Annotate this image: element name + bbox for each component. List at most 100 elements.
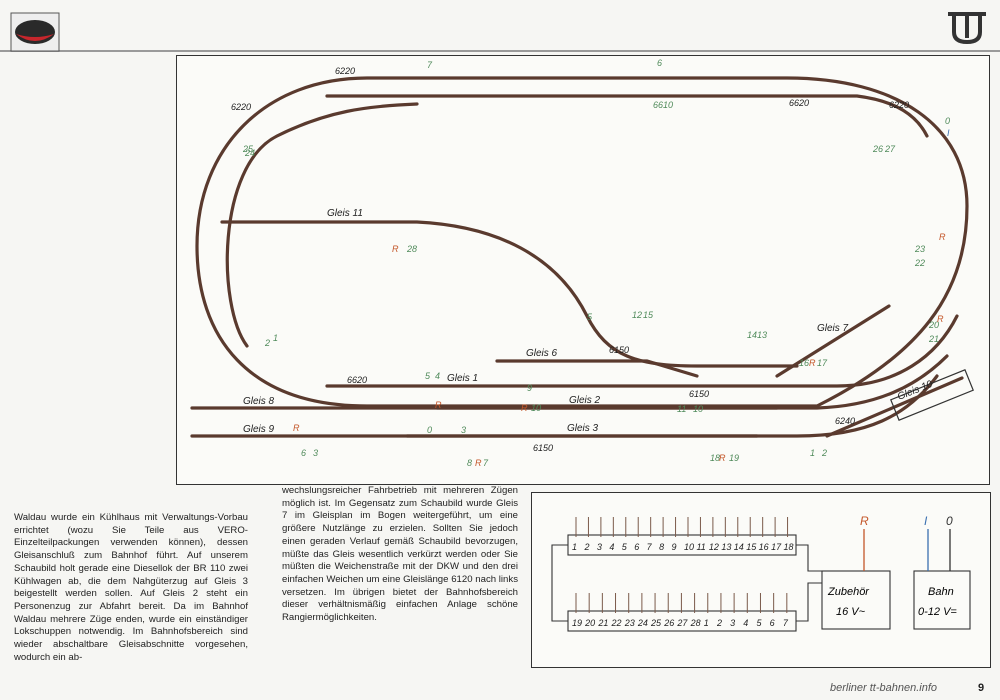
feeder-label: 13: [757, 330, 767, 340]
feeder-label: R: [392, 244, 399, 254]
feeder-label: 15: [643, 310, 654, 320]
code-label: 6150: [689, 389, 709, 399]
feeder-label: R: [939, 232, 946, 242]
feeder-label: 3: [313, 448, 318, 458]
track-plan-diagram: 6220 6220 6620 6220 6620 6150 6150 6150 …: [176, 55, 990, 485]
code-label: 6240: [835, 416, 855, 426]
gleis-1-label: Gleis 1: [447, 373, 478, 384]
terminal-number: 7: [783, 618, 789, 628]
code-label: 6150: [609, 345, 629, 355]
terminal-number: 18: [784, 542, 794, 552]
terminal-number: 23: [624, 618, 635, 628]
feeder-label: 3: [461, 425, 466, 435]
feeder-label: 1: [273, 333, 278, 343]
feeder-label: R: [293, 423, 300, 433]
gleis-9-label: Gleis 9: [243, 424, 275, 435]
terminal-number: 13: [721, 542, 731, 552]
feeder-label: 4: [435, 371, 440, 381]
feeder-label: 5: [425, 371, 431, 381]
feeder-label: 28: [406, 244, 417, 254]
gleis-8-track: [190, 354, 949, 410]
gleis-11-track: [220, 220, 799, 368]
code-label: 6620: [789, 98, 809, 108]
feeder-label: R: [475, 458, 482, 468]
feeder-label: R: [937, 314, 944, 324]
engine-shed: [890, 369, 974, 421]
feeder-label: 7: [427, 60, 433, 70]
terminal-number: 28: [690, 618, 701, 628]
terminal-number: 16: [759, 542, 769, 552]
terminal-number: 4: [743, 618, 748, 628]
feeder-label: 9: [527, 383, 532, 393]
terminal-number: 26: [663, 618, 674, 628]
inner-upper-track: [325, 94, 929, 138]
feeder-label: 22: [914, 258, 925, 268]
terminal-number: 7: [647, 542, 653, 552]
track-supply-line1: Bahn: [928, 586, 954, 598]
terminal-number: 9: [672, 542, 677, 552]
code-label: 6150: [533, 443, 553, 453]
feeder-label: 2: [264, 338, 270, 348]
terminal-number: 27: [676, 618, 688, 628]
terminal-number: 5: [756, 618, 762, 628]
header-rule: [0, 50, 1000, 52]
feeder-label: 17: [817, 358, 828, 368]
feeder-label: 6: [657, 58, 662, 68]
feeder-label: 8: [467, 458, 472, 468]
terminal-number: 10: [684, 542, 694, 552]
terminal-number: 17: [771, 542, 782, 552]
feeder-label: R: [809, 358, 816, 368]
blue-wire-label: I: [924, 514, 928, 528]
accessory-supply-line2: 16 V~: [836, 606, 866, 618]
code-label: 6220: [231, 102, 251, 112]
gleis-6-track: [495, 359, 699, 378]
terminal-number: 21: [597, 618, 608, 628]
feeder-label: 26: [872, 144, 883, 154]
page-number: 9: [978, 682, 985, 694]
body-text-column-2: wechslungsreicher Fahrbetrieb mit mehrer…: [282, 485, 518, 624]
track-supply-box: [913, 570, 971, 630]
red-wire-label: R: [860, 514, 869, 528]
terminal-number: 8: [659, 542, 664, 552]
gleis-3-label: Gleis 3: [567, 423, 599, 434]
accessory-supply-box: [821, 570, 891, 630]
feeder-label: 23: [914, 244, 925, 254]
terminal-number: 19: [572, 618, 582, 628]
terminal-number: 11: [696, 542, 705, 552]
terminal-number: 22: [611, 618, 622, 628]
feeder-label: 0: [427, 425, 432, 435]
feeder-label: 19: [729, 453, 739, 463]
terminal-number: 14: [734, 542, 744, 552]
gleis-7-track: [775, 304, 891, 378]
feeder-label: 10: [693, 404, 703, 414]
feeder-label: I: [947, 128, 950, 138]
source-credit: berliner tt-bahnen.info: [830, 682, 938, 694]
feeder-label: 6610: [653, 100, 673, 110]
feeder-label: 10: [531, 403, 541, 413]
feeder-label: R: [521, 403, 528, 413]
terminal-number: 6: [634, 542, 639, 552]
terminal-number: 2: [583, 542, 589, 552]
inner-loop-track: [225, 102, 419, 348]
accessory-supply-line1: Zubehör: [827, 586, 870, 598]
code-label: 6220: [889, 100, 909, 110]
body-text-column-1: Waldau wurde ein Kühlhaus mit Verwaltung…: [14, 512, 248, 663]
gleis-2-label: Gleis 2: [569, 395, 601, 406]
feeder-label: 20: [928, 320, 939, 330]
feeder-label: 18: [710, 453, 720, 463]
terminal-number: 15: [746, 542, 757, 552]
gleis-8-label: Gleis 8: [243, 396, 275, 407]
feeder-label: 11: [677, 404, 686, 414]
code-label: 6620: [347, 375, 367, 385]
terminal-number: 4: [609, 542, 614, 552]
terminal-number: 24: [637, 618, 648, 628]
terminal-number: 20: [584, 618, 595, 628]
outer-loop-track: [195, 76, 969, 408]
feeder-label: 2: [821, 448, 827, 458]
feeder-label: R: [719, 453, 726, 463]
gleis-7-label: Gleis 7: [817, 323, 849, 334]
terminal-number: 12: [709, 542, 719, 552]
gleis-9-track: [190, 374, 939, 438]
terminal-number: 25: [650, 618, 662, 628]
terminal-number: 2: [716, 618, 722, 628]
